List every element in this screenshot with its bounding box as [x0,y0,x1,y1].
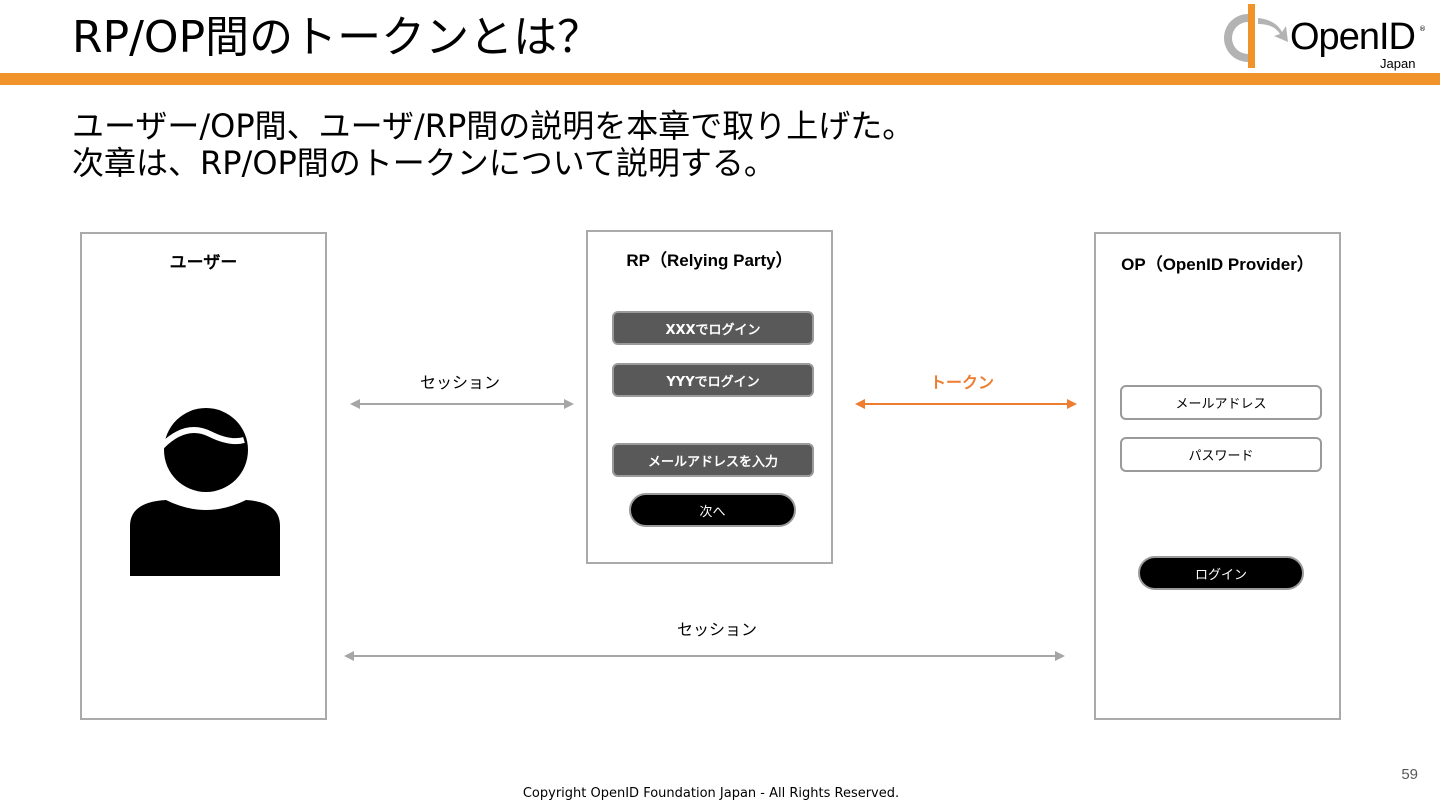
title-accent-bar [0,73,1440,85]
op-panel: OP（OpenID Provider） メールアドレス パスワード ログイン [1094,232,1341,720]
email-input-button[interactable]: メールアドレスを入力 [612,443,814,477]
slide-subtitle: ユーザー/OP間、ユーザ/RP間の説明を本章で取り上げた。 次章は、RP/OP間… [72,108,914,182]
user-panel-title: ユーザー [169,253,238,272]
session-label-top: セッション [419,373,500,392]
session-label-bottom: セッション [676,620,757,639]
session-arrow-top [350,399,574,409]
logo-orange-bar [1248,4,1255,68]
rp-panel: RP（Relying Party） XXXでログイン YYYでログイン メールア… [586,230,833,564]
subtitle-line-2: 次章は、RP/OP間のトークンについて説明する。 [72,144,776,182]
session-arrow-bottom [344,651,1065,661]
logo-wordmark: OpenID [1290,16,1416,58]
op-panel-title: OP（OpenID Provider） [1121,255,1314,274]
logo-registered-mark: ® [1419,25,1426,33]
op-password-field[interactable]: パスワード [1120,437,1322,472]
copyright-notice: Copyright OpenID Foundation Japan - All … [522,786,900,801]
subtitle-line-1: ユーザー/OP間、ユーザ/RP間の説明を本章で取り上げた。 [72,107,915,145]
logo-subtext: Japan [1380,56,1416,71]
user-panel: ユーザー [80,232,327,720]
person-icon [130,408,280,576]
login-yyy-button[interactable]: YYYでログイン [612,363,814,397]
slide-title: RP/OP間のトークンとは？ [72,12,602,63]
token-label: トークン [929,373,994,392]
login-xxx-button[interactable]: XXXでログイン [612,311,814,345]
logo-arrow [1258,18,1288,42]
op-login-button[interactable]: ログイン [1138,556,1304,590]
next-button[interactable]: 次へ [629,493,796,527]
logo-gray-arc [1224,14,1248,62]
rp-panel-title: RP（Relying Party） [626,251,793,270]
op-email-field[interactable]: メールアドレス [1120,385,1322,420]
page-number: 59 [1401,766,1418,783]
token-arrow [855,399,1077,409]
openid-logo-icon [1224,4,1288,68]
